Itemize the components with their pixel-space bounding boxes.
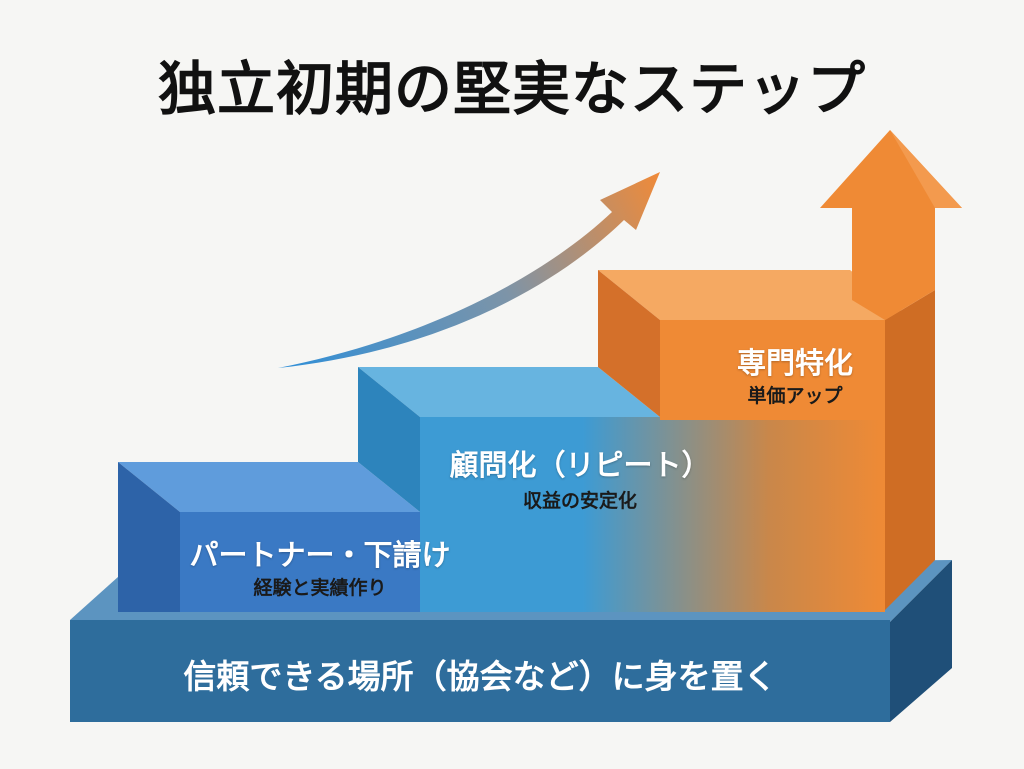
step3-front bbox=[660, 320, 885, 420]
step3-top bbox=[598, 270, 912, 320]
step3-subtitle: 単価アップ bbox=[747, 385, 843, 407]
diagram-title: 独立初期の堅実なステップ bbox=[157, 55, 866, 123]
step2-front bbox=[420, 417, 885, 612]
step1-subtitle: 経験と実績作り bbox=[253, 577, 387, 599]
step1-left-side bbox=[118, 462, 180, 612]
up-arrow-shade bbox=[890, 130, 962, 208]
base-label: 信頼できる場所（協会など）に身を置く bbox=[183, 657, 777, 696]
step2-left-side bbox=[358, 367, 420, 512]
step3-left-side bbox=[598, 270, 660, 417]
step2-title: 顧問化（リピート） bbox=[449, 448, 711, 482]
base-slab-side bbox=[890, 560, 952, 722]
step3-title: 専門特化 bbox=[736, 346, 853, 380]
step3-right-side bbox=[885, 290, 935, 610]
step1-front bbox=[180, 512, 420, 612]
step1-top bbox=[118, 462, 420, 512]
curved-arrow-icon bbox=[278, 172, 660, 368]
step2-top bbox=[358, 367, 660, 417]
step2-subtitle: 収益の安定化 bbox=[522, 490, 637, 512]
base-slab-front bbox=[70, 620, 890, 722]
step1-title: パートナー・下請け bbox=[189, 538, 451, 572]
